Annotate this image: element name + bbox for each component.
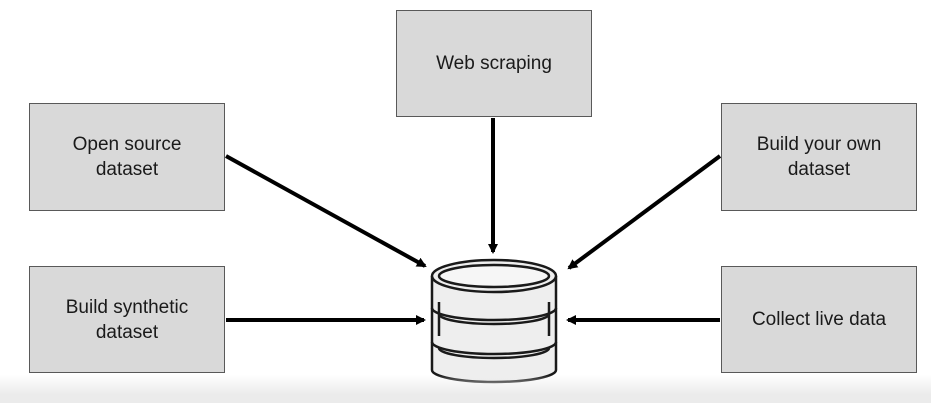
database-icon [430,258,558,384]
source-label-build-synthetic-dataset: Build synthetic dataset [65,296,189,343]
arrow-open-source [225,154,427,268]
source-box-open-source-dataset: Open source dataset [29,103,225,211]
source-label-build-own-dataset: Build your own dataset [756,134,882,180]
source-label-collect-live-data: Collect live data [751,309,887,330]
source-box-build-synthetic-dataset: Build synthetic dataset [29,266,225,373]
bottom-fade [0,375,931,403]
source-label-open-source-dataset: Open source dataset [72,134,182,180]
source-box-build-own-dataset: Build your own dataset [721,103,917,211]
arrow-build-own [567,154,722,270]
source-box-collect-live-data: Collect live data [721,266,917,373]
source-box-web-scraping: Web scraping [396,10,592,117]
source-label-web-scraping: Web scraping [436,53,552,74]
